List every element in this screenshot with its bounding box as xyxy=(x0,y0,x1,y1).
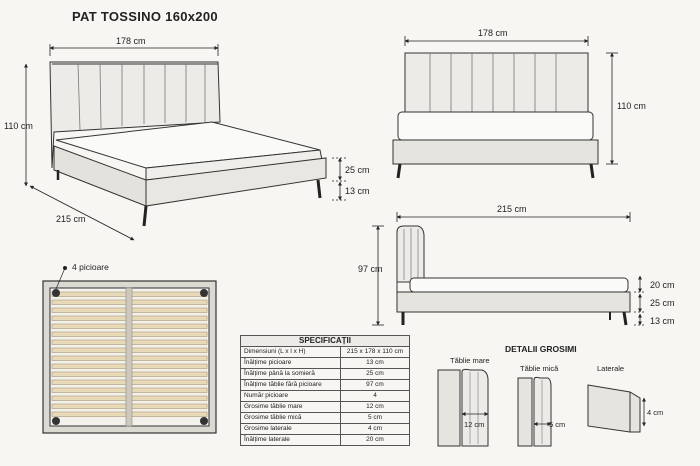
front-bed-view xyxy=(392,52,599,179)
iso-length-label: 215 cm xyxy=(56,214,86,224)
side-headboard-label: 20 cm xyxy=(650,280,675,290)
front-height-label: 110 cm xyxy=(617,101,646,111)
details-header: DETALII GROSIMI xyxy=(505,344,577,354)
side-height-label: 97 cm xyxy=(358,264,383,274)
side-base-label: 25 cm xyxy=(650,298,675,308)
small-headboard-label: Tăblie mică xyxy=(520,364,559,373)
iso-base-height-label: 25 cm xyxy=(345,165,370,175)
large-headboard-label: Tăblie mare xyxy=(450,356,490,365)
legs-callout-label: 4 picioare xyxy=(72,262,109,272)
sides-thickness: 4 cm xyxy=(647,408,664,417)
sides-label: Laterale xyxy=(597,364,625,373)
table-row: Dimensiuni (L x l x H)215 x 178 x 110 cm xyxy=(240,346,410,358)
detail-small-headboard xyxy=(517,376,552,447)
detail-sides xyxy=(587,384,646,433)
leg-markers xyxy=(52,289,208,425)
side-leg-label: 13 cm xyxy=(650,316,675,326)
iso-height-label: 110 cm xyxy=(4,121,33,131)
spec-table-header: SPECIFICAȚII xyxy=(240,335,410,347)
small-headboard-thickness: 5 cm xyxy=(549,420,566,429)
top-slat-view xyxy=(42,266,217,434)
side-length-label: 215 cm xyxy=(497,204,527,214)
spec-table: SPECIFICAȚII Dimensiuni (L x l x H)215 x… xyxy=(240,335,410,446)
iso-width-label: 178 cm xyxy=(116,36,146,46)
side-bed-view xyxy=(396,225,631,326)
page-title: PAT TOSSINO 160x200 xyxy=(72,9,218,24)
front-width-label: 178 cm xyxy=(478,28,508,38)
isometric-bed-view xyxy=(49,61,327,227)
large-headboard-thickness: 12 cm xyxy=(464,420,485,429)
detail-large-headboard xyxy=(437,368,489,447)
iso-leg-height-label: 13 cm xyxy=(345,186,370,196)
